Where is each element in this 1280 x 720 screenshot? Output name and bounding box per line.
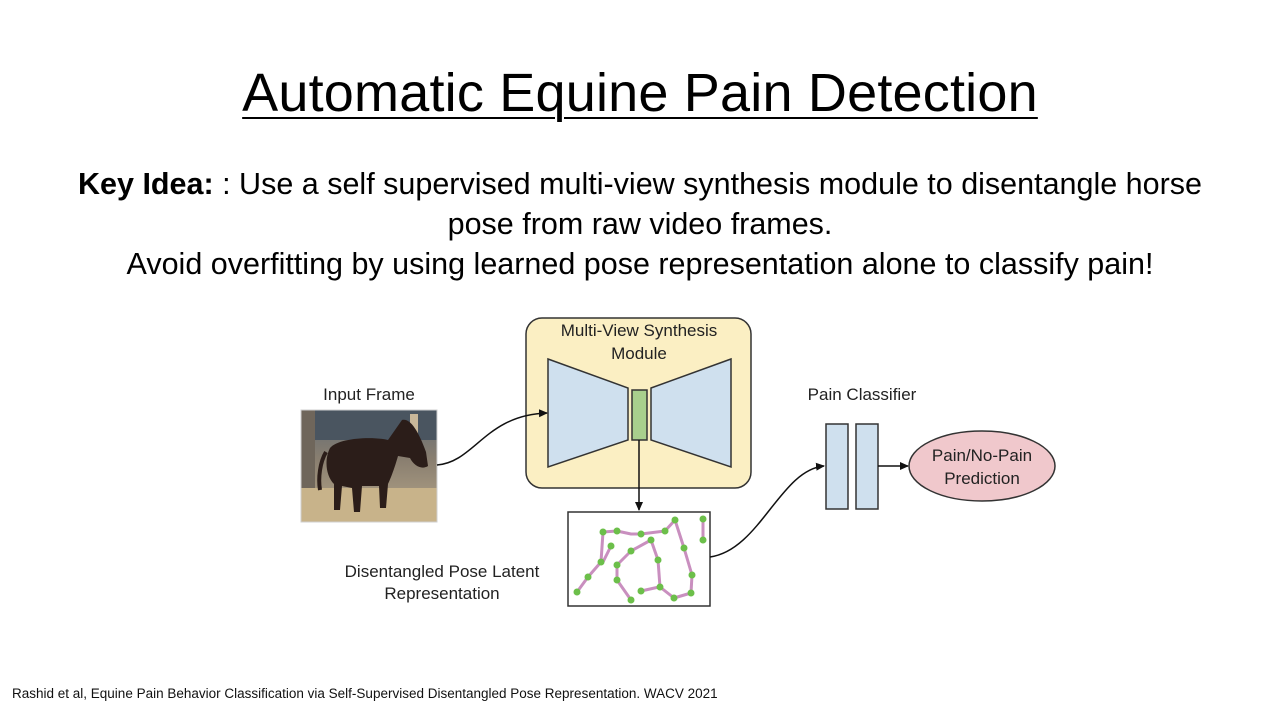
arrow-input-to-module — [436, 409, 548, 466]
prediction-label-line-1: Pain/No-Pain — [932, 446, 1032, 465]
key-idea-line-3: Avoid overfitting by using learned pose … — [126, 247, 1154, 281]
prediction-node — [908, 430, 1056, 502]
input-frame-label: Input Frame — [323, 385, 415, 404]
latent-label-line-2: Representation — [384, 584, 499, 603]
pose-joints — [573, 515, 707, 604]
module-label-line-1: Multi-View Synthesis — [561, 321, 718, 340]
bottleneck-shape — [631, 389, 648, 441]
module-label-line-2: Module — [611, 344, 667, 363]
decoder-shape — [650, 357, 732, 469]
key-idea-line-1: Key Idea: : Use a self supervised multi-… — [0, 164, 1280, 204]
key-idea-text: Key Idea: : Use a self supervised multi-… — [0, 164, 1280, 284]
arrow-latent-to-classifier — [709, 462, 825, 558]
latent-label-line-1: Disentangled Pose Latent — [345, 562, 540, 581]
key-idea-line-2: pose from raw video frames. — [447, 207, 833, 241]
citation-footnote: Rashid et al, Equine Pain Behavior Class… — [12, 686, 718, 701]
prediction-label-line-2: Prediction — [944, 469, 1020, 488]
pose-graph — [573, 515, 707, 604]
key-idea-label: Key Idea: — [78, 167, 214, 201]
encoder-shape — [547, 357, 629, 469]
classifier-layer-2 — [855, 423, 879, 510]
classifier-label: Pain Classifier — [808, 385, 917, 404]
classifier-layer-1 — [825, 423, 849, 510]
slide-title: Automatic Equine Pain Detection — [242, 63, 1038, 123]
key-idea-line-1-text: : Use a self supervised multi-view synth… — [213, 167, 1202, 201]
horse-photo — [300, 409, 438, 523]
